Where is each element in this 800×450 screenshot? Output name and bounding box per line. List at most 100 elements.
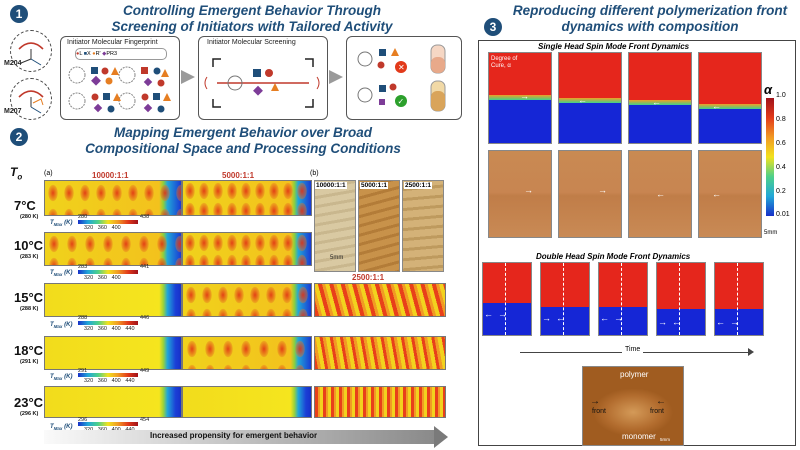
double-frame-4	[656, 262, 706, 336]
time-label: Time	[622, 346, 644, 353]
cb-min-15c: 288	[78, 315, 88, 321]
alpha-tick-04: 0.4	[776, 164, 786, 171]
heatmap-15c-5000	[182, 283, 312, 317]
cb-max-18c: 449	[140, 368, 150, 374]
temp-18c: 18°C	[14, 343, 44, 358]
colorbar-18c	[78, 373, 138, 377]
exp-arrow-3-icon: ←	[656, 189, 665, 199]
initiator-m204-label: M204	[4, 60, 22, 67]
bottom-photo-polymer: polymer	[620, 370, 649, 379]
results-box: ✕ ✓	[346, 36, 462, 120]
cb-min-23c: 296	[78, 417, 88, 423]
double-frame-3	[598, 262, 648, 336]
double-arrows-1-icon: ← →	[484, 309, 508, 319]
temp-23c: 23°C	[14, 395, 44, 410]
heatmap-15c-2500	[314, 283, 446, 317]
cb-ticks-15c: 320 360 400 440	[84, 326, 135, 332]
bottom-photo-scale: 5mm	[660, 437, 670, 442]
sim-arrow-3-icon: ←	[652, 97, 661, 107]
tmax-label-18c: TMax (K)	[50, 374, 73, 382]
double-head-title: Double Head Spin Mode Front Dynamics	[536, 252, 691, 261]
sim-arrow-4-icon: ←	[712, 101, 721, 111]
sim-arrow-2-icon: ←	[578, 95, 587, 105]
heatmap-18c-5000	[182, 336, 312, 370]
alpha-tick-06: 0.6	[776, 140, 786, 147]
arrow-right-icon-2	[329, 70, 343, 84]
heatmap-7c-5000	[182, 180, 312, 216]
cb-max-10c: 441	[140, 264, 150, 270]
section-1-title: Controlling Emergent Behavior Through Sc…	[111, 3, 393, 34]
double-frame-5	[714, 262, 764, 336]
photo-2500	[402, 180, 444, 272]
exp-frame-1	[488, 150, 552, 238]
heatmap-18c-2500	[314, 336, 446, 370]
cb-ticks-18c: 320 360 400 440	[84, 378, 135, 384]
results-graphic: ✕ ✓	[357, 44, 446, 112]
exp-arrow-4-icon: ←	[712, 189, 721, 199]
emergent-behavior-text: Increased propensity for emergent behavi…	[150, 431, 318, 440]
tmax-label-7c: TMax (K)	[50, 220, 73, 228]
alpha-tick-08: 0.8	[776, 116, 786, 123]
alpha-tick-02: 0.2	[776, 188, 786, 195]
panel-a-label: (a)	[44, 170, 53, 177]
photo-label-2500: 2500:1:1	[404, 182, 433, 189]
double-arrows-5-icon: ← →	[716, 317, 740, 327]
section-3-title: Reproducing different polymerization fro…	[512, 3, 788, 34]
fingerprint-legend: ●L ■X ●R' ◆PR3	[75, 48, 167, 60]
bottom-photo-front-right: front	[650, 408, 665, 415]
cb-min-7c: 280	[78, 214, 88, 220]
cb-ticks-10c: 320 360 400	[84, 275, 121, 281]
svg-text:✕: ✕	[398, 63, 405, 72]
col-label-10000: 10000:1:1	[92, 171, 129, 180]
screening-box-title: Initiator Molecular Screening	[207, 39, 296, 46]
colorbar-23c	[78, 422, 138, 426]
heatmap-23c-10000	[44, 386, 182, 418]
heatmap-23c-5000	[182, 386, 312, 418]
col-label-2500: 2500:1:1	[352, 273, 385, 282]
arrow-right-icon	[181, 70, 195, 84]
heatmap-23c-2500	[314, 386, 446, 418]
colorbar-15c	[78, 321, 138, 325]
time-axis-head-icon	[748, 348, 754, 356]
fingerprint-box-title: Initiator Molecular Fingerprint	[67, 39, 158, 46]
panel-b-label: (b)	[310, 170, 319, 177]
cb-max-7c: 438	[140, 214, 150, 220]
temp-23c-kelvin: (296 K)	[20, 411, 39, 417]
tmax-label-15c: TMax (K)	[50, 322, 73, 330]
exp-frame-4	[698, 150, 762, 238]
cb-ticks-7c: 320 360 400	[84, 225, 121, 231]
cb-min-18c: 291	[78, 368, 88, 374]
alpha-symbol: α	[764, 82, 773, 97]
exp-frame-2	[558, 150, 622, 238]
temp-15c-kelvin: (288 K)	[20, 306, 39, 312]
colorbar-7c	[78, 220, 138, 224]
photo-label-5000: 5000:1:1	[360, 182, 389, 189]
screening-graphic	[204, 58, 320, 108]
svg-text:✓: ✓	[398, 97, 405, 106]
heatmap-18c-10000	[44, 336, 182, 370]
cb-max-23c: 454	[140, 417, 150, 423]
temp-18c-kelvin: (291 K)	[20, 359, 39, 365]
photo-5000	[358, 180, 400, 272]
section-3-badge: 3	[484, 18, 502, 36]
section-1-badge: 1	[10, 5, 28, 23]
initiator-m204-icon	[10, 30, 52, 72]
sim-frame-4	[698, 52, 762, 144]
photo-10000	[314, 180, 356, 272]
section-2-badge: 2	[10, 128, 28, 146]
fingerprint-box: Initiator Molecular Fingerprint ●L ■X ●R…	[60, 36, 180, 120]
cb-min-10c: 283	[78, 264, 88, 270]
double-frame-2	[540, 262, 590, 336]
emergent-arrow-head-icon	[434, 426, 448, 448]
temp-7c: 7°C	[14, 198, 36, 213]
col-label-5000: 5000:1:1	[222, 171, 255, 180]
sim-frame-2	[558, 52, 622, 144]
double-arrows-4-icon: → ←	[658, 317, 682, 327]
bottom-arrow-left-icon: →	[590, 396, 600, 407]
fingerprint-shapes	[68, 66, 171, 113]
cb-max-15c: 446	[140, 315, 150, 321]
exp-scale: 5mm	[764, 230, 778, 236]
sim-frame-1	[488, 52, 552, 144]
bottom-photo-front-left: front	[592, 408, 607, 415]
double-arrows-2-icon: → ←	[542, 313, 566, 323]
